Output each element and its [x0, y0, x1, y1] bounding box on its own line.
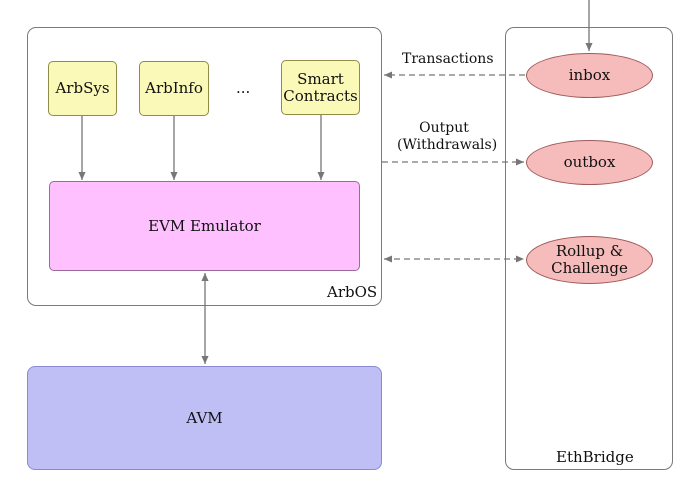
ellipsis-label: ... [236, 79, 251, 97]
smart-contracts-box: Smart Contracts [281, 60, 360, 115]
inbox-label: inbox [568, 66, 611, 84]
avm-label: AVM [186, 408, 223, 427]
arbos-label: ArbOS [327, 283, 378, 301]
outbox-node: outbox [526, 140, 653, 185]
arbinfo-label: ArbInfo [145, 79, 203, 97]
ethbridge-label: EthBridge [556, 448, 634, 466]
rollup-challenge-node: Rollup & Challenge [526, 236, 653, 284]
transactions-edge-label: Transactions [402, 51, 494, 67]
arbsys-box: ArbSys [48, 61, 117, 116]
output-edge-label: Output (Withdrawals) [397, 120, 498, 153]
arbsys-label: ArbSys [55, 79, 110, 97]
evm-emulator-label: EVM Emulator [148, 216, 261, 235]
outbox-label: outbox [563, 153, 616, 171]
smart-contracts-label: Smart Contracts [283, 69, 358, 105]
avm-box: AVM [27, 366, 382, 470]
arbinfo-box: ArbInfo [139, 61, 209, 116]
rollup-challenge-label: Rollup & Challenge [551, 242, 628, 277]
inbox-node: inbox [526, 53, 653, 98]
evm-emulator-box: EVM Emulator [49, 181, 360, 271]
